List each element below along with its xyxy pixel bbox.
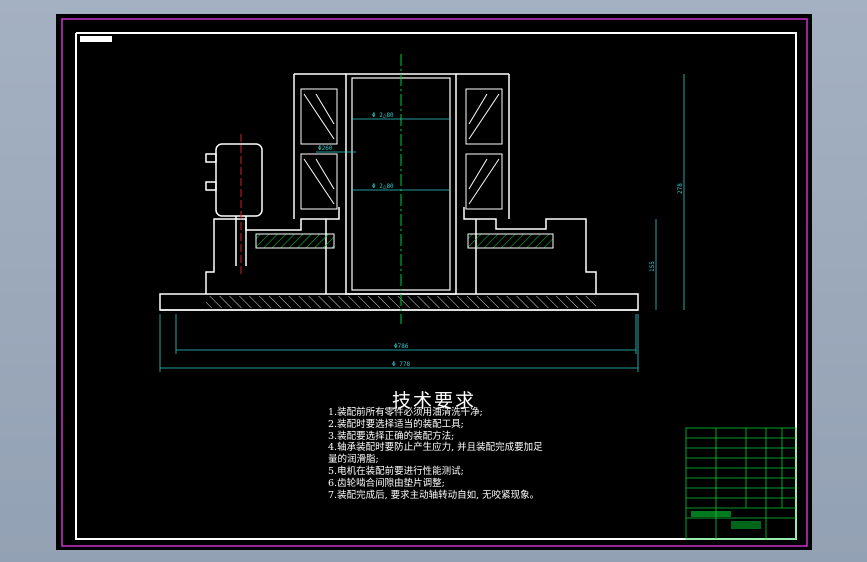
tech-requirement-item: 量的润滑脂;	[328, 454, 379, 466]
dimensions	[159, 74, 685, 372]
dim-height-lower: 155	[649, 261, 656, 272]
right-bearings	[465, 88, 503, 210]
tech-requirement-item: 4.轴承装配时要防止产生应力, 并且装配完成要加足	[328, 442, 543, 454]
dim-bore-mid: Φ260	[318, 145, 333, 152]
assembly-drawing: Φ 2△80 Φ260 Φ 2△80 278 155 Φ786 Φ 778	[61, 18, 808, 547]
tech-requirement-item: 6.齿轮啮合间隙由垫片调整;	[328, 477, 445, 489]
dim-width-outer: Φ 778	[392, 361, 410, 368]
outer-frame	[61, 18, 808, 547]
dim-height-total: 278	[677, 183, 684, 194]
right-gear	[467, 233, 554, 249]
tech-requirements-title: 技术要求	[392, 390, 477, 412]
motor	[205, 143, 263, 266]
left-bearings	[300, 88, 338, 210]
dim-bore-upper: Φ 2△80	[372, 112, 394, 119]
tech-requirement-item: 2.装配时要选择适当的装配工具;	[328, 418, 464, 430]
tech-requirement-item: 3.装配要选择正确的装配方法;	[328, 430, 455, 442]
tech-requirement-item: 7.装配完成后, 要求主动轴转动自如, 无咬紧现象。	[328, 489, 540, 501]
tech-requirement-item: 1.装配前所有零件必须用油清洗干净;	[328, 407, 483, 418]
dim-bore-lower: Φ 2△80	[372, 183, 394, 190]
left-gear	[255, 233, 335, 249]
title-block	[685, 427, 797, 540]
cad-viewport[interactable]: Φ 2△80 Φ260 Φ 2△80 278 155 Φ786 Φ 778 技术…	[56, 14, 812, 550]
dim-width-inner: Φ786	[394, 343, 409, 350]
tech-requirement-item: 5.电机在装配前要进行性能测试;	[328, 466, 464, 477]
frame-corner-mark	[80, 36, 112, 42]
base-plate	[159, 293, 639, 311]
